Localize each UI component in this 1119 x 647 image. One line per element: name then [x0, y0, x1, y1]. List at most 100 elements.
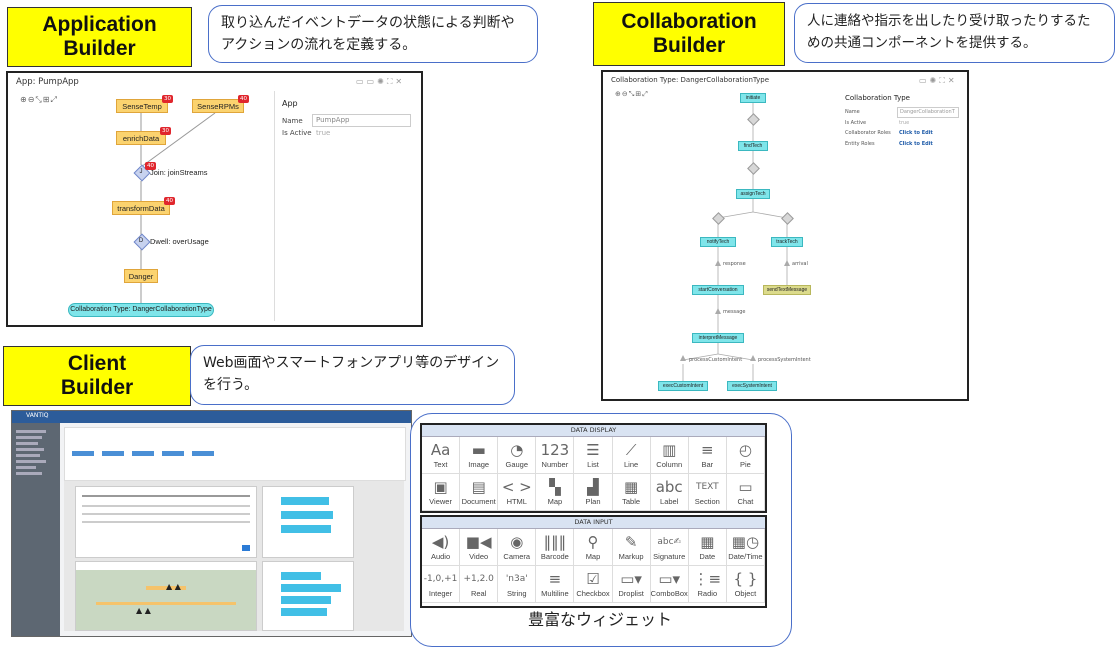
widget-audio[interactable]: ◀)Audio: [422, 529, 461, 566]
collab-node-findtech[interactable]: findTech: [738, 141, 768, 151]
collab-node-tracktech[interactable]: trackTech: [771, 237, 803, 247]
node-danger[interactable]: Danger: [124, 269, 158, 283]
dwell-letter: D: [138, 238, 144, 244]
node-enrichdata[interactable]: enrichData: [116, 131, 166, 145]
widget-document[interactable]: ▤Document: [460, 474, 499, 511]
collab-graph-edges: [682, 102, 788, 382]
collab-name-label: Name: [845, 109, 860, 115]
collab-active-value[interactable]: true: [899, 120, 910, 126]
widget-markup[interactable]: ✎Markup: [612, 529, 651, 566]
client-map-widget[interactable]: ▲ ▲ ▲ ▲: [75, 561, 257, 631]
widget-camera[interactable]: ◉Camera: [498, 529, 537, 566]
widget-multiline[interactable]: ≡Multiline: [536, 566, 575, 603]
widget-date-time[interactable]: ▦◷Date/Time: [726, 529, 765, 566]
client-bar-widget-1[interactable]: [262, 486, 354, 558]
widgets-caption: 豊富なウィジェット: [528, 610, 673, 629]
node-collaboration-type[interactable]: Collaboration Type: DangerCollaborationT…: [68, 303, 214, 317]
document-icon: ▤: [471, 478, 486, 496]
date-time-icon: ▦◷: [731, 533, 760, 551]
widget-label: Chat: [737, 497, 754, 506]
widget-label: Object: [734, 589, 757, 598]
widget-label: ComboBox: [650, 589, 688, 598]
application-title-line1: Application: [42, 13, 157, 36]
widget-plan[interactable]: ▟Plan: [574, 474, 613, 511]
widget-label: Date: [699, 552, 716, 561]
app-active-value[interactable]: true: [316, 129, 331, 137]
widget-list[interactable]: ☰List: [574, 437, 613, 474]
widget-video[interactable]: ■◀Video: [460, 529, 499, 566]
widget-gauge[interactable]: ◔Gauge: [498, 437, 537, 474]
collab-node-execcustomintent[interactable]: execCustomIntent: [658, 381, 708, 391]
widget-label: Camera: [503, 552, 531, 561]
collaboration-builder-title: Collaboration Builder: [593, 2, 785, 66]
widget-droplist[interactable]: ▭▾Droplist: [612, 566, 651, 603]
client-toolbar-buttons[interactable]: [72, 441, 215, 460]
widget-object[interactable]: { }Object: [726, 566, 765, 603]
client-title-line1: Client: [67, 352, 127, 375]
collab-entity-link[interactable]: Click to Edit: [899, 141, 933, 147]
application-title-line2: Builder: [63, 37, 136, 60]
widget-label: Label: [660, 497, 679, 506]
collab-node-startconversation[interactable]: startConversation: [692, 285, 744, 295]
widget-label: List: [587, 460, 599, 469]
panel-divider: [274, 91, 275, 321]
widget-barcode[interactable]: ‖‖‖Barcode: [536, 529, 575, 566]
collab-roles-link[interactable]: Click to Edit: [899, 130, 933, 136]
widget-image[interactable]: ▬Image: [460, 437, 499, 474]
widget-column[interactable]: ▥Column: [650, 437, 689, 474]
collab-node-assigntech[interactable]: assignTech: [736, 189, 770, 199]
node-senserpms[interactable]: SenseRPMs: [192, 99, 244, 113]
collab-label-arrival: arrival: [792, 261, 808, 267]
client-table-widget[interactable]: [75, 486, 257, 558]
client-bar-widget-2[interactable]: [262, 561, 354, 631]
widget-signature[interactable]: abc✍Signature: [650, 529, 689, 566]
node-transformdata[interactable]: transformData: [112, 201, 170, 215]
app-builder-panel: App: PumpApp ▭▭✺⛶✕ ⊕⊖⤡⊞⤢ SenseTemp 30 Se…: [6, 71, 423, 327]
widget-label: Audio: [430, 552, 451, 561]
widget-string[interactable]: 'n3a'String: [498, 566, 537, 603]
line-icon: ⟋: [625, 441, 637, 459]
collab-node-execsystemintent[interactable]: execSystemIntent: [727, 381, 777, 391]
widget-html[interactable]: < >HTML: [498, 474, 537, 511]
widget-date[interactable]: ▦Date: [688, 529, 727, 566]
collab-node-sendtextmessage[interactable]: sendTextMessage: [763, 285, 811, 295]
node-sensetemp[interactable]: SenseTemp: [116, 99, 168, 113]
application-builder-title: Application Builder: [7, 7, 192, 67]
widget-map[interactable]: ▚Map: [536, 474, 575, 511]
widget-chat[interactable]: ▭Chat: [726, 474, 765, 511]
client-title-line2: Builder: [60, 376, 134, 399]
zoom-toolbar[interactable]: ⊕⊖⤡⊞⤢: [20, 95, 58, 104]
collab-node-interpretmessage[interactable]: interpretMessage: [692, 333, 744, 343]
collab-zoom-toolbar[interactable]: ⊕⊖⤡⊞⤢: [615, 90, 649, 98]
widget-label: Gauge: [505, 460, 529, 469]
client-description: Web画面やスマートフォンアプリ等のデザインを行う。: [190, 345, 515, 405]
widget-map[interactable]: ⚲Map: [574, 529, 613, 566]
widget-radio[interactable]: ⋮≡Radio: [688, 566, 727, 603]
application-description: 取り込んだイベントデータの状態による判断やアクションの流れを定義する。: [208, 5, 538, 63]
widget-checkbox[interactable]: ☑Checkbox: [574, 566, 613, 603]
widget-combobox[interactable]: ▭▾ComboBox: [650, 566, 689, 603]
widget-label: Image: [468, 460, 490, 469]
label-icon: abc: [655, 478, 683, 496]
widget-table[interactable]: ▦Table: [612, 474, 651, 511]
widget-bar[interactable]: ≡Bar: [688, 437, 727, 474]
collab-name-field[interactable]: DangerCollaborationT: [897, 107, 959, 118]
collab-window-icons: ▭✺⛶✕: [919, 76, 958, 85]
camera-icon: ◉: [510, 533, 524, 551]
widget-viewer[interactable]: ▣Viewer: [422, 474, 461, 511]
widget-label: Radio: [697, 589, 718, 598]
collab-node-initiate[interactable]: initiate: [740, 93, 766, 103]
markup-icon: ✎: [624, 533, 638, 551]
collab-node-notifytech[interactable]: notifyTech: [700, 237, 736, 247]
join-letter: J: [139, 169, 143, 175]
widget-pie[interactable]: ◴Pie: [726, 437, 765, 474]
widget-line[interactable]: ⟋Line: [612, 437, 651, 474]
barcode-icon: ‖‖‖: [543, 533, 567, 551]
app-name-field[interactable]: PumpApp: [312, 114, 411, 127]
